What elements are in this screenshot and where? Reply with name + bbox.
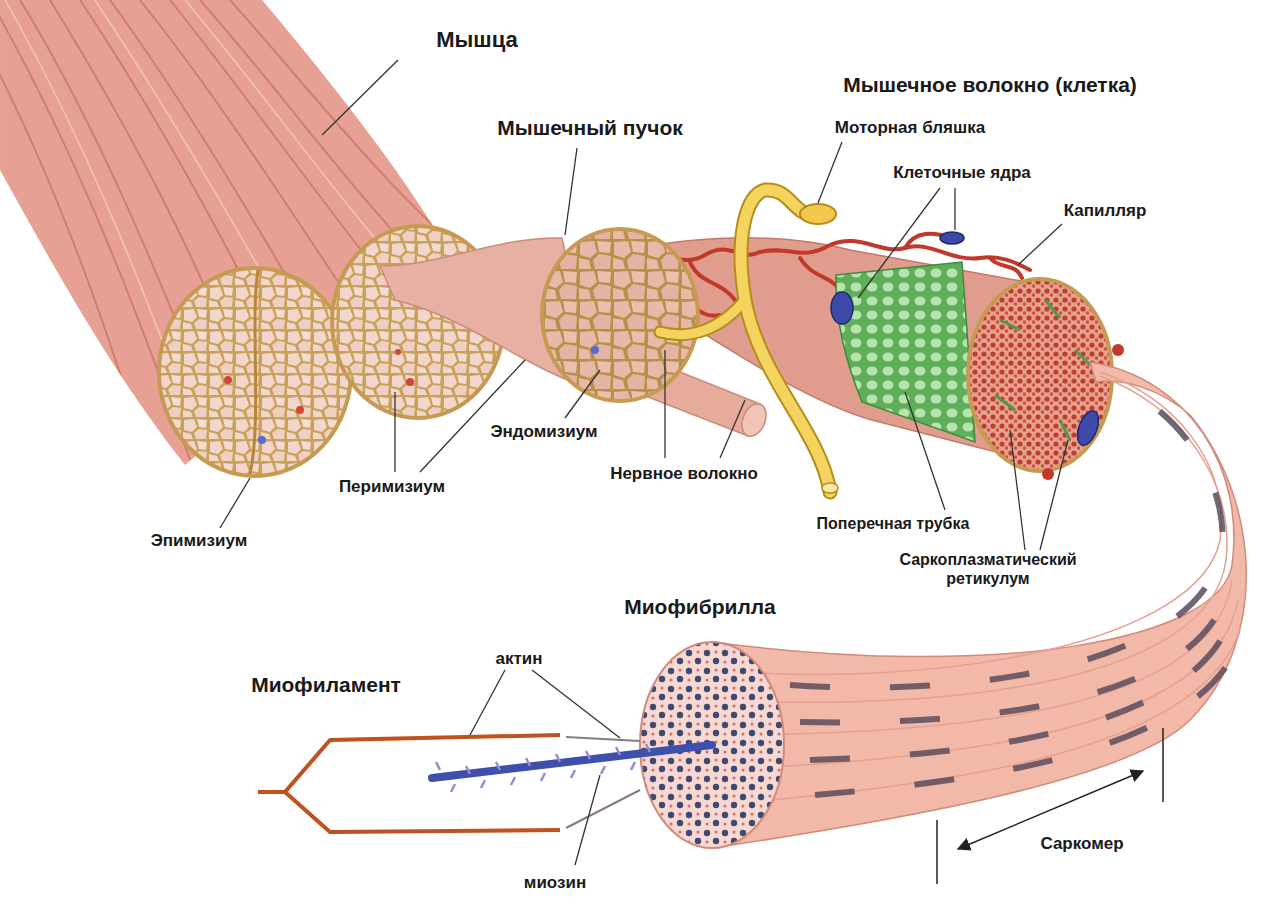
part-label: Нервное волокно xyxy=(610,464,758,484)
part-label: миозин xyxy=(524,873,586,893)
section-vessels xyxy=(224,349,414,444)
section-vessel xyxy=(591,346,599,354)
capillary-section xyxy=(1112,344,1124,356)
part-title: Мышечное волокно (клетка) xyxy=(843,72,1137,97)
nerve-fiber xyxy=(660,190,838,493)
part-label: Капилляр xyxy=(1064,201,1147,221)
epimysium-section xyxy=(159,268,351,476)
sarcomere-bands xyxy=(790,385,1240,795)
sarcomere-marker xyxy=(937,728,1163,884)
part-title: Миофиламент xyxy=(251,672,401,697)
muscle-fiber xyxy=(625,232,1124,480)
section-tubules xyxy=(995,300,1090,440)
part-label: Эпимизиум xyxy=(151,531,248,551)
myofibril-lines xyxy=(712,372,1240,805)
part-label: Эндомизиум xyxy=(490,422,597,442)
part-title: Мышца xyxy=(436,27,517,53)
part-label: актин xyxy=(495,649,542,669)
myofilament xyxy=(258,735,712,832)
capillary-section xyxy=(1042,468,1054,480)
muscle-body xyxy=(0,0,504,476)
perimysium-septum xyxy=(250,270,258,474)
part-title: Миофибрилла xyxy=(624,594,776,619)
myosin-rod xyxy=(432,745,712,778)
part-label: Саркоплазматический ретикулум xyxy=(883,550,1093,588)
leader-lines xyxy=(220,60,1068,865)
motor-plate xyxy=(800,204,836,224)
part-label: Клеточные ядра xyxy=(893,163,1031,183)
sarcoplasmic-reticulum xyxy=(836,262,975,442)
part-label: Моторная бляшка xyxy=(835,118,985,138)
part-label: Поперечная трубка xyxy=(817,514,970,533)
endomysium-section xyxy=(542,229,698,401)
part-label: Саркомер xyxy=(1040,834,1123,854)
fiber-section xyxy=(968,279,1112,471)
cell-nuclei xyxy=(831,232,1103,448)
part-title: Мышечный пучок xyxy=(497,115,683,140)
part-label: Перимизиум xyxy=(339,477,445,497)
myosin-heads xyxy=(436,744,650,792)
